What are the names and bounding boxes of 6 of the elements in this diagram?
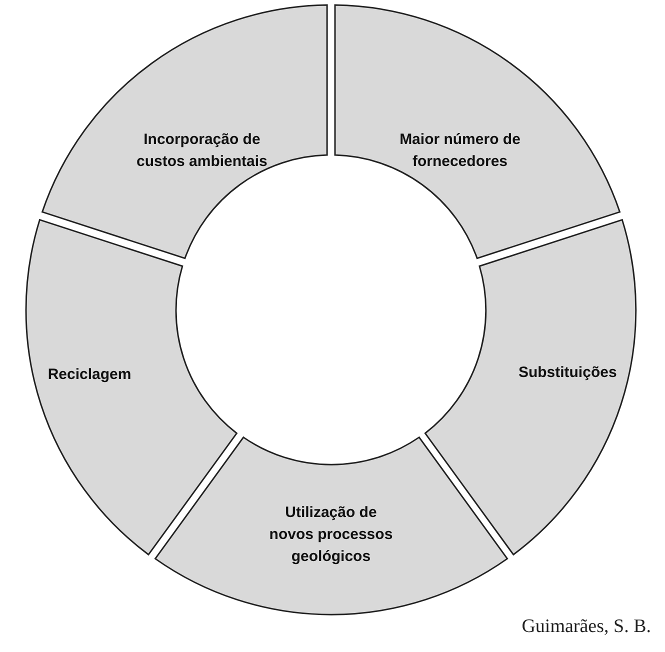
- segment-label: Reciclagem: [46, 364, 132, 385]
- segment-label: Incorporação de custos ambientais: [136, 130, 268, 172]
- segment-label: Substituições: [517, 363, 618, 384]
- segment-label: Utilização de novos processos geológicos: [268, 502, 394, 567]
- segment-label: Maior número de fornecedores: [398, 130, 522, 172]
- caption: Guimarães, S. B.: [522, 616, 651, 638]
